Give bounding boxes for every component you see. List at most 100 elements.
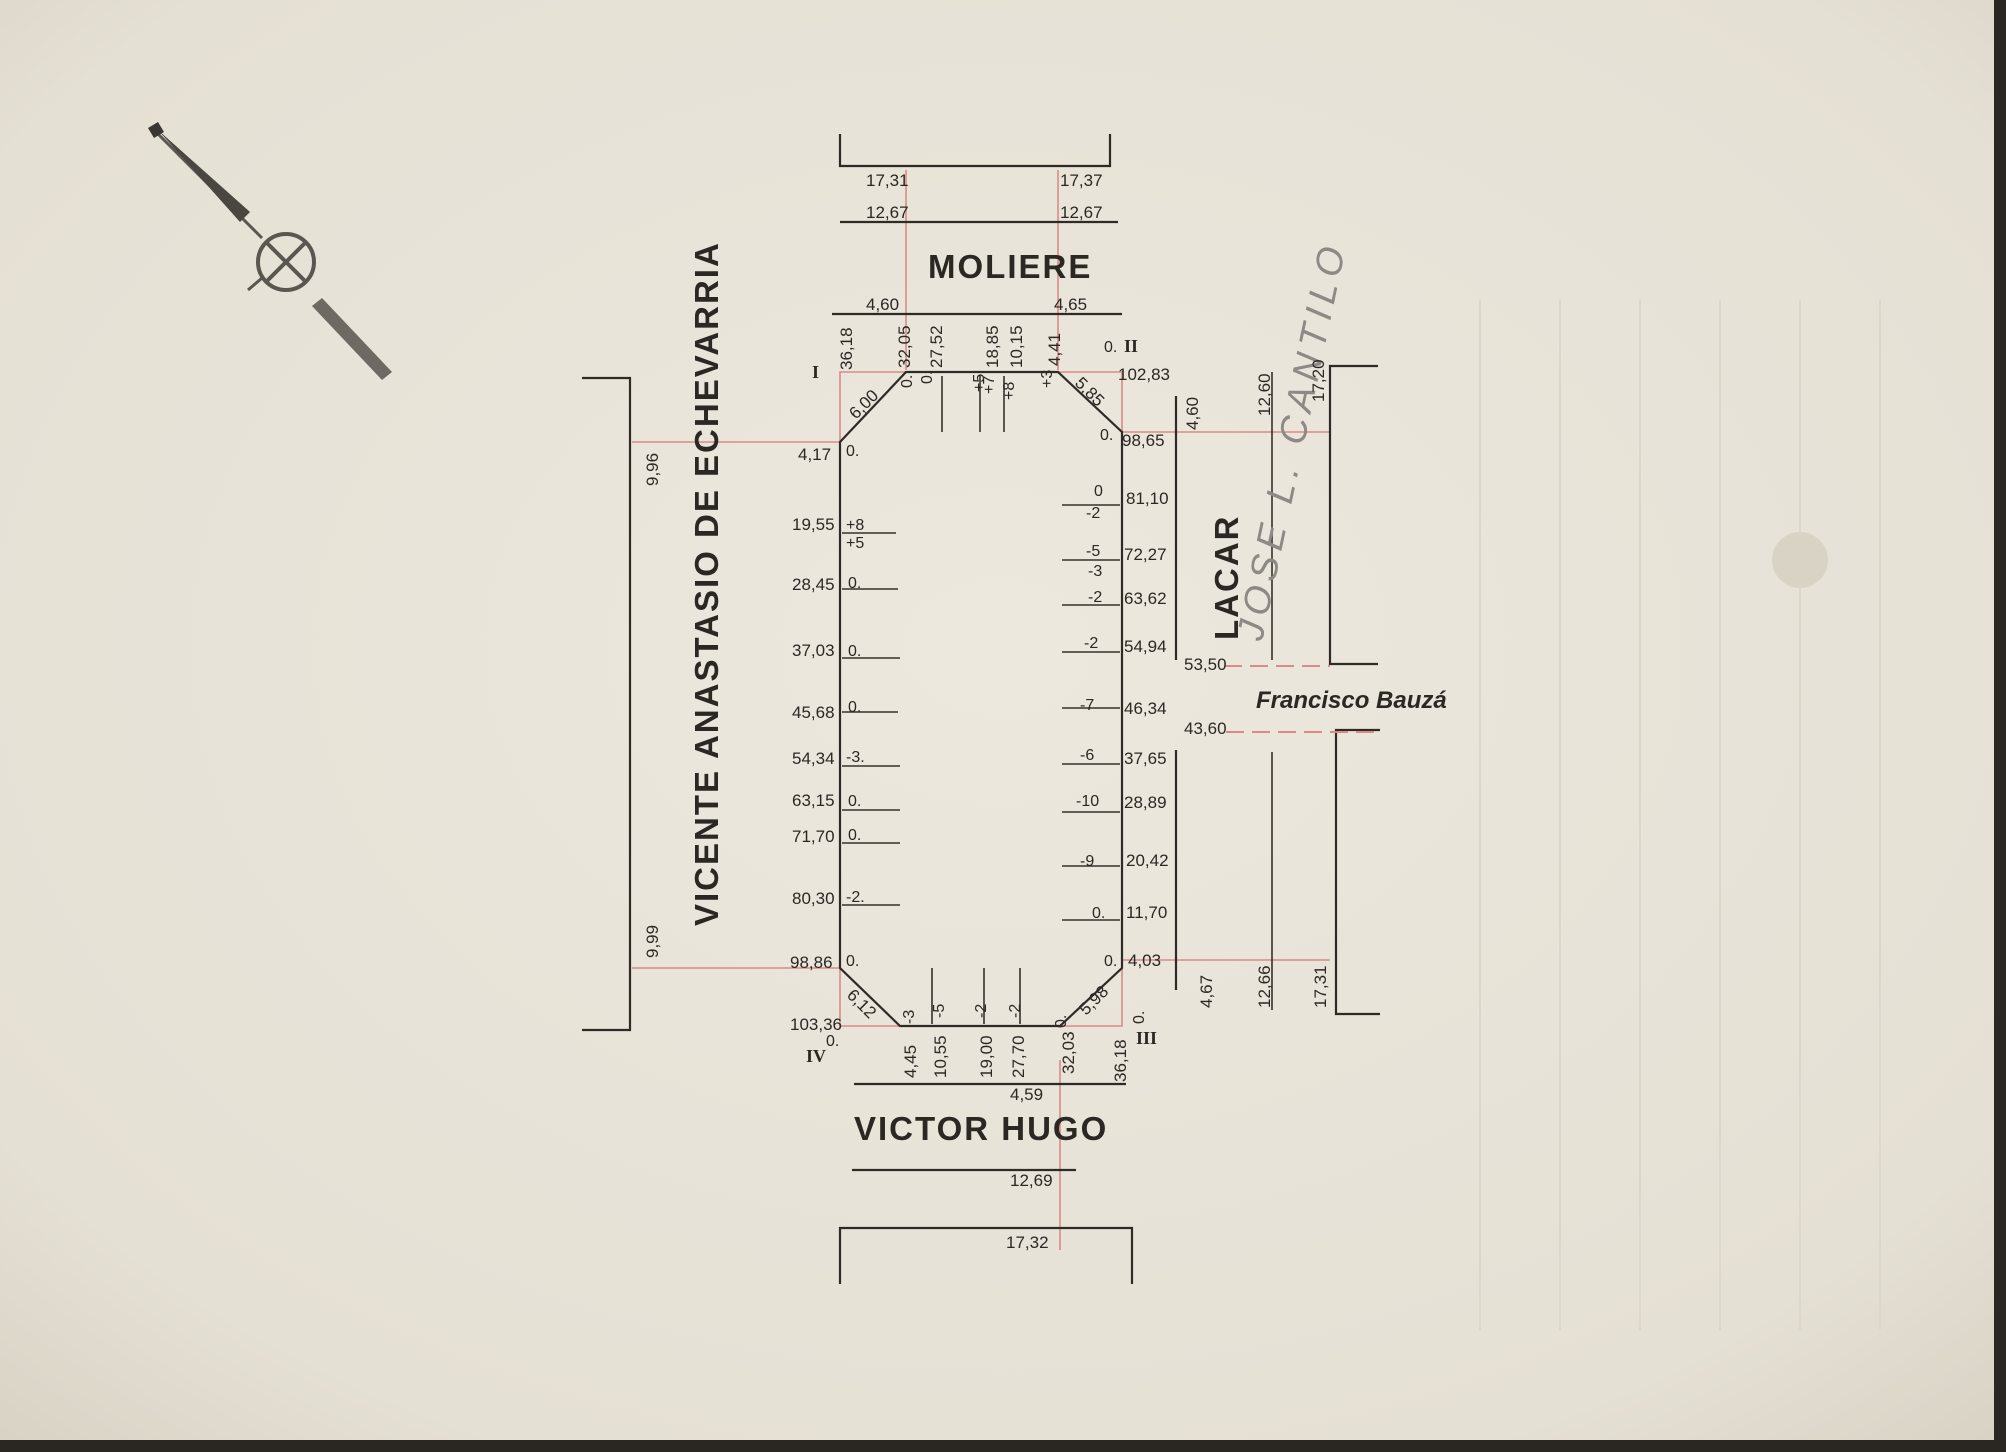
top-level: +3 [1039,370,1056,388]
left-side-distances: 4,17 19,55 28,45 37,03 45,68 54,34 63,15… [790,445,842,1034]
left-distance: 28,45 [792,575,835,594]
street-label-victor-hugo: VICTOR HUGO [854,1110,1108,1147]
left-level: -3. [846,749,865,766]
left-level: 0. [826,1033,839,1050]
corner-label-4: IV [806,1046,826,1066]
right-side-distances: 98,65 81,10 72,27 63,62 54,94 46,34 37,6… [1118,365,1170,970]
bottom-level: -2 [1007,1004,1024,1018]
right-level: 0. [1104,953,1117,970]
right-distance: 72,27 [1124,545,1167,564]
left-level: 0. [846,443,859,460]
left-distance: 45,68 [792,703,835,722]
left-level: -2. [846,889,865,906]
city-block-outline [838,370,1124,1028]
right-level: -2 [1084,635,1098,652]
left-distance: 19,55 [792,515,835,534]
top-distance: 32,05 [895,325,914,368]
lacar-tick-a: 53,50 [1184,655,1227,674]
top-side-levels: 0. 0. +5 +7 +8 +3 [899,370,1056,400]
bottom-side-distances: 4,45 10,55 19,00 27,70 32,03 36,18 [901,1031,1130,1082]
bottom-distance: 36,18 [1111,1039,1130,1082]
right-distance: 28,89 [1124,793,1167,812]
top-distance: 10,15 [1007,325,1026,368]
right-level: -7 [1080,697,1094,714]
right-side-ticks [1062,504,1120,921]
bottom-level: -3 [901,1010,918,1024]
right-distance: 102,83 [1118,365,1170,384]
left-distance: 37,03 [792,641,835,660]
bottom-distance: 4,45 [901,1045,920,1078]
right-width-5: 12,66 [1255,965,1274,1008]
stain-mark [1772,532,1828,588]
bottom-distance: 27,70 [1009,1035,1028,1078]
right-width-6: 17,31 [1311,965,1330,1008]
bottom-width-3: 17,32 [1006,1233,1049,1252]
right-distance: 4,03 [1128,951,1161,970]
right-distance: 46,34 [1124,699,1167,718]
right-width-3: 17,20 [1309,359,1328,402]
right-level: -9 [1080,853,1094,870]
right-width-1: 4,60 [1183,397,1202,430]
top-level: +5 [971,374,988,392]
right-distance: 11,70 [1126,903,1167,922]
right-level: 0 [1094,483,1103,500]
left-side-levels: 0. +8 +5 0. 0. 0. -3. 0. 0. -2. 0. 0. [826,443,865,1050]
left-distance: 71,70 [792,827,835,846]
red-reference-lines [632,170,1330,1250]
top-width-4: 12,67 [1060,203,1103,222]
right-distance: 98,65 [1122,431,1165,450]
bottom-side-levels: -3 -5 -2 -2 0. 0. [901,1004,1148,1028]
lacar-tick-b: 43,60 [1184,719,1227,738]
left-width-2: 9,99 [643,925,662,958]
bottom-level: 0. [1131,1011,1148,1024]
bottom-level: -2 [973,1004,990,1018]
top-width-3: 12,67 [866,203,909,222]
bottom-level: 0. [1053,1015,1070,1028]
right-side-levels: 0. 0 -2 -5 -3 -2 -2 -7 -6 -10 -9 0. 0. 0… [1076,339,1117,970]
left-distance: 103,36 [790,1015,842,1034]
left-level: 0. [846,953,859,970]
right-distance: 81,10 [1126,489,1169,508]
bottom-distance: 19,00 [977,1035,996,1078]
top-width-2: 17,37 [1060,171,1103,190]
top-side-ticks [941,376,1005,432]
top-level: +7 [981,376,998,394]
corner-label-2: II [1124,336,1138,356]
street-label-moliere: MOLIERE [928,248,1092,285]
left-level: 0. [848,575,861,592]
bottom-distance: 10,55 [931,1035,950,1078]
left-side-ticks [842,532,900,906]
left-distance: 63,15 [792,791,835,810]
right-level: 0. [1092,905,1105,922]
right-level: -2 [1088,589,1102,606]
left-distance: 4,17 [798,445,831,464]
left-level: 0. [848,827,861,844]
street-label-echevarria: VICENTE ANASTASIO DE ECHEVARRIA [688,241,725,926]
top-level: 0. [899,375,916,388]
paper-right-edge [1994,0,2006,1452]
top-level: 0. [919,371,936,384]
street-boundaries [582,134,1380,1284]
right-level: 0. [1100,427,1113,444]
right-width-4: 4,67 [1197,975,1216,1008]
faint-grid-showthrough [1479,300,1881,1330]
right-width-2: 12,60 [1255,373,1274,416]
right-level: -3 [1088,563,1102,580]
right-distance: 37,65 [1124,749,1167,768]
left-level: 0. [848,643,861,660]
bottom-width-1: 4,59 [1010,1085,1043,1104]
north-arrow-icon [148,122,392,380]
bottom-side-ticks [931,968,1021,1024]
right-level: -6 [1080,747,1094,764]
top-width-1: 17,31 [866,171,909,190]
top-distance: 36,18 [837,327,856,370]
right-level: -10 [1076,793,1099,810]
left-distance: 80,30 [792,889,835,908]
top-distance: 27,52 [927,325,946,368]
street-label-lacar: LACAR [1208,515,1245,640]
left-width-1: 9,96 [643,453,662,486]
left-distance: 54,34 [792,749,835,768]
bottom-level: -5 [931,1004,948,1018]
